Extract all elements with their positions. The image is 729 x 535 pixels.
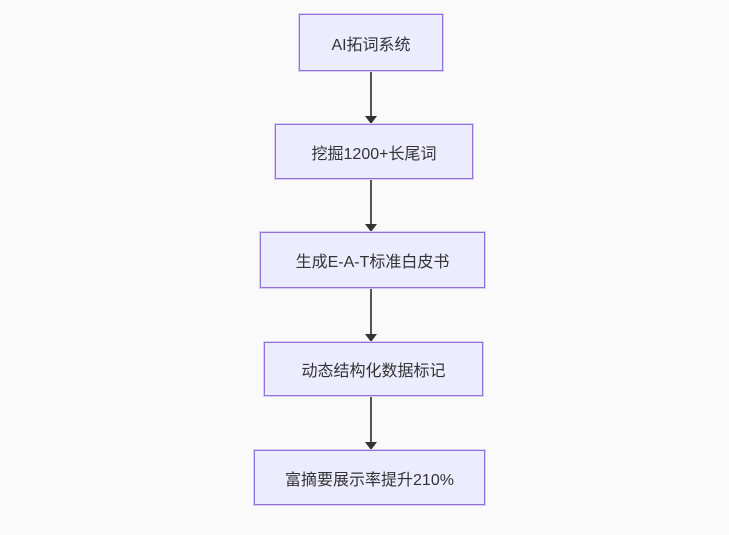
flowchart-edge-4 — [364, 397, 378, 450]
flowchart-node-structured-data-markup: 动态结构化数据标记 — [264, 342, 483, 396]
flowchart-edge-2 — [364, 180, 378, 232]
arrow-down-icon — [365, 442, 377, 450]
arrow-down-icon — [365, 334, 377, 342]
node-label: 动态结构化数据标记 — [301, 363, 446, 380]
arrow-down-icon — [365, 224, 377, 232]
flowchart-edge-3 — [364, 289, 378, 342]
edge-line — [370, 180, 372, 225]
edge-line — [370, 72, 372, 117]
edge-line — [370, 289, 372, 335]
node-label: 富摘要展示率提升210% — [285, 471, 454, 489]
node-label: 生成E-A-T标准白皮书 — [295, 254, 450, 271]
node-label: 挖掘1200+长尾词 — [311, 145, 437, 163]
flowchart-node-ai-word-expansion: AI拓词系统 — [299, 14, 443, 71]
node-label: AI拓词系统 — [331, 36, 411, 54]
arrow-down-icon — [365, 116, 377, 124]
flowchart-node-longtail-mining: 挖掘1200+长尾词 — [275, 124, 473, 179]
flowchart-node-eat-whitepaper: 生成E-A-T标准白皮书 — [260, 232, 485, 288]
flowchart-edge-1 — [364, 72, 378, 124]
flowchart-node-rich-snippet-result: 富摘要展示率提升210% — [254, 450, 485, 505]
edge-line — [370, 397, 372, 443]
